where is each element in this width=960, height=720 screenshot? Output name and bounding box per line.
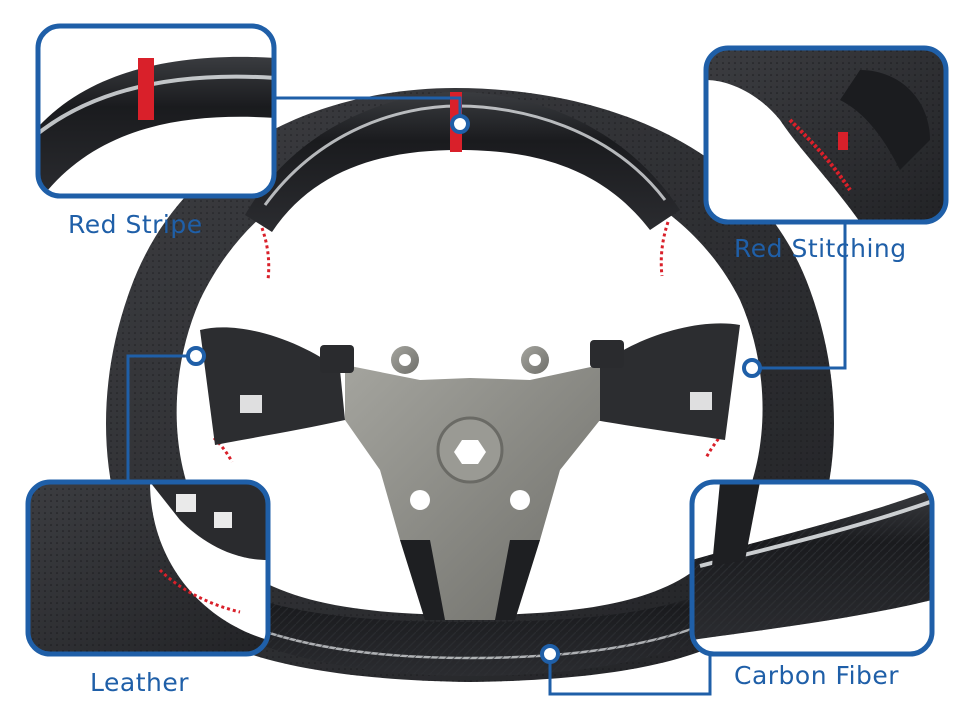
inset-red-stripe: [35, 23, 277, 199]
leather-label: Leather: [90, 668, 189, 697]
carbon-fiber-label: Carbon Fiber: [734, 661, 900, 690]
stitching-callout-dot: [742, 358, 762, 378]
carbon-callout-dot: [540, 644, 560, 664]
steering-frame: [200, 323, 740, 620]
inset-leather: [25, 479, 271, 657]
carbon-bottom-section: [185, 570, 765, 676]
callout-lines: [126, 96, 847, 696]
inset-carbon-fiber: [689, 479, 935, 657]
inset-red-stitching: [703, 45, 949, 225]
leather-callout-dot: [186, 346, 206, 366]
stripe-callout-dot: [450, 114, 470, 134]
red-stitching-label: Red Stitching: [734, 234, 907, 263]
callout-dots: [186, 114, 762, 664]
red-stripe-label: Red Stripe: [68, 210, 203, 239]
